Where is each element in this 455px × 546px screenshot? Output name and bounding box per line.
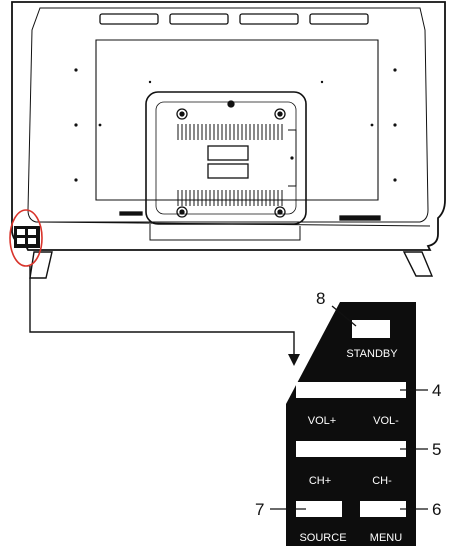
callout-8-leader bbox=[331, 305, 357, 327]
rating-label-box bbox=[207, 145, 249, 161]
channel-button[interactable] bbox=[296, 441, 406, 457]
bottom-rail-inner bbox=[149, 224, 301, 241]
menu-button[interactable] bbox=[360, 501, 406, 517]
bottom-slot bbox=[119, 211, 143, 216]
callout-7-number: 7 bbox=[255, 500, 264, 519]
bottom-rail bbox=[35, 221, 431, 227]
top-vent-slot bbox=[99, 13, 159, 25]
right-stand-leg bbox=[402, 251, 434, 277]
highlight-circle bbox=[9, 209, 43, 267]
callout-leaders bbox=[270, 305, 428, 510]
source-label: SOURCE bbox=[299, 532, 346, 544]
rear-inner-panel bbox=[27, 7, 429, 223]
rating-label-box bbox=[207, 163, 249, 179]
volume-button[interactable] bbox=[296, 382, 406, 398]
ch-minus-label: CH- bbox=[372, 475, 392, 487]
cable-clip bbox=[288, 129, 297, 187]
tv-back-view bbox=[11, 1, 446, 279]
top-vent-slot bbox=[239, 13, 299, 25]
vesa-screw-holes bbox=[176, 100, 286, 218]
panel-screw-dots bbox=[74, 68, 397, 182]
button-panel: STANDBY VOL+ VOL- CH+ CH- SOURCE MENU bbox=[286, 302, 416, 546]
standby-label: STANDBY bbox=[346, 348, 398, 360]
leader-arrow bbox=[29, 266, 300, 366]
callout-5-number: 5 bbox=[432, 440, 441, 459]
vol-plus-label: VOL+ bbox=[308, 415, 336, 427]
standby-button[interactable] bbox=[352, 320, 390, 338]
rear-center-frame bbox=[95, 39, 379, 201]
button-panel-body bbox=[286, 302, 416, 546]
vol-minus-label: VOL- bbox=[373, 415, 399, 427]
top-vent-slot bbox=[169, 13, 229, 25]
menu-label: MENU bbox=[370, 532, 402, 544]
ch-plus-label: CH+ bbox=[309, 475, 331, 487]
left-stand-leg bbox=[29, 251, 53, 279]
callout-4-number: 4 bbox=[432, 381, 441, 400]
lower-vent-grille bbox=[177, 190, 283, 206]
top-vent-slot bbox=[309, 13, 369, 25]
side-button-block bbox=[14, 226, 40, 248]
callout-8-number: 8 bbox=[316, 289, 325, 308]
callout-6-number: 6 bbox=[432, 500, 441, 519]
upper-vent-grille bbox=[177, 124, 283, 140]
source-button[interactable] bbox=[296, 501, 342, 517]
bottom-slot bbox=[339, 215, 381, 221]
